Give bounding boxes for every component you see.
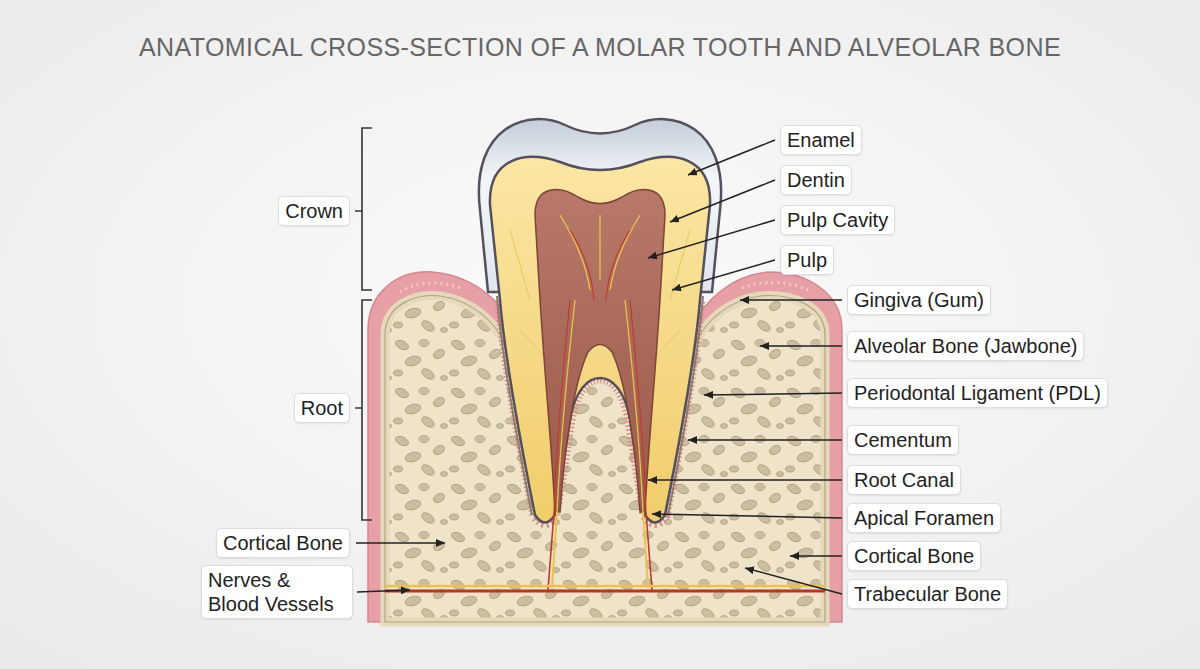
part-label: Crown [278, 196, 350, 226]
gingiva-texture [742, 282, 812, 292]
part-label: Dentin [780, 165, 852, 195]
leader-line [648, 220, 775, 258]
root-bracket [355, 300, 372, 520]
part-label: Apical Foramen [847, 503, 1001, 533]
leader-line [648, 479, 842, 481]
part-label: Cortical Bone [216, 528, 350, 558]
part-label: Nerves & Blood Vessels [201, 565, 353, 619]
leader-line [704, 393, 842, 395]
blood-vessel [385, 590, 825, 593]
dentin [490, 157, 710, 522]
part-label: Trabecular Bone [847, 579, 1008, 609]
leader-line [357, 590, 410, 592]
leader-line [670, 180, 775, 222]
part-label: Cementum [847, 425, 959, 455]
crown-bracket [355, 128, 372, 290]
leader-line [688, 439, 842, 441]
pulp-vessel [554, 230, 646, 512]
part-label: Cortical Bone [847, 541, 981, 571]
part-label: Pulp [780, 245, 834, 275]
leader-line [688, 140, 775, 175]
leader-line [672, 260, 775, 290]
cementum [497, 296, 532, 515]
leader-line [790, 555, 842, 557]
apical-nerve [552, 512, 648, 588]
part-label: Enamel [780, 125, 862, 155]
diagram-title: ANATOMICAL CROSS-SECTION OF A MOLAR TOOT… [0, 30, 1200, 64]
part-label: Gingiva (Gum) [847, 285, 991, 315]
leader-line [356, 542, 445, 544]
pulp-nerve [557, 215, 643, 512]
nerve-bundle [385, 585, 825, 588]
pulp [535, 190, 665, 512]
part-label: Alveolar Bone (Jawbone) [847, 331, 1084, 361]
part-label: Periodontal Ligament (PDL) [847, 378, 1108, 408]
leader-line [760, 345, 842, 347]
leader-line [740, 299, 842, 301]
part-label: Root Canal [847, 465, 961, 495]
gingiva-texture [400, 283, 460, 292]
leader-line [745, 568, 842, 594]
apical-vessel [548, 512, 652, 590]
cementum [668, 296, 703, 515]
leader-line [652, 514, 842, 518]
part-label: Root [294, 393, 350, 423]
part-label: Pulp Cavity [780, 205, 895, 235]
